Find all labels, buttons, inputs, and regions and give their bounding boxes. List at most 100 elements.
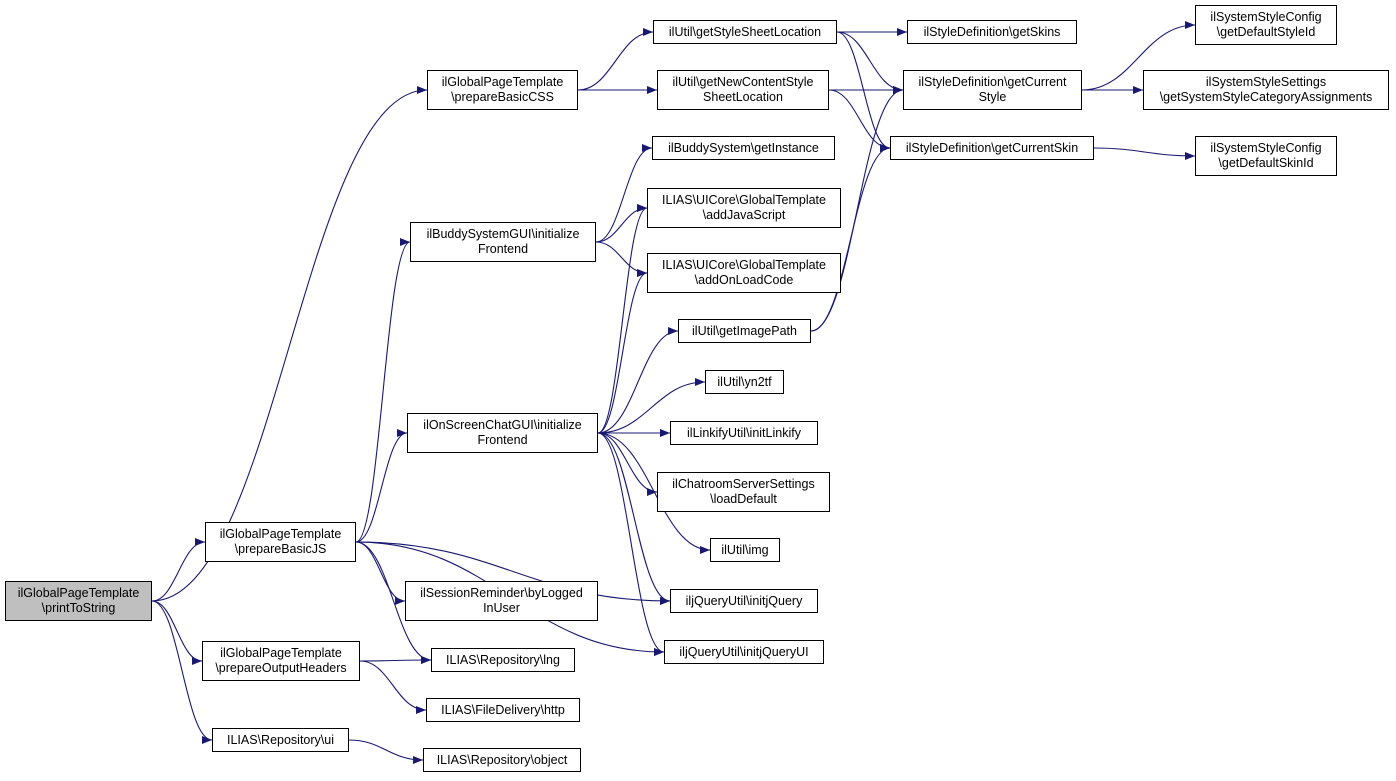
node-label-line: ilStyleDefinition\getCurrent: [918, 75, 1067, 89]
node-label-line: \loadDefault: [710, 492, 777, 506]
edge-buddy-init-frontend-to-buddy-get-instance: [595, 144, 653, 243]
node-label-line: ilUtil\getNewContentStyle: [672, 75, 814, 89]
node-label-line: Frontend: [477, 242, 529, 256]
node-label-line: iljQueryUtil\initjQueryUI: [679, 644, 809, 659]
node-get-image-path[interactable]: ilUtil\getImagePath: [678, 319, 811, 343]
node-label-line: ilUtil\getStyleSheetLocation: [668, 24, 822, 39]
node-add-on-load-code[interactable]: ILIAS\UICore\GlobalTemplate\addOnLoadCod…: [647, 253, 841, 293]
edge-print-to-string-to-prepare-output-headers: [151, 600, 203, 665]
edge-repo-ui-to-repo-object: [348, 739, 424, 764]
node-add-java-script[interactable]: ILIAS\UICore\GlobalTemplate\addJavaScrip…: [647, 188, 841, 228]
edge-os-chat-init-frontend-to-initj-query: [597, 432, 671, 605]
node-label-line: ilSystemStyleSettings: [1205, 75, 1327, 89]
node-get-skins[interactable]: ilStyleDefinition\getSkins: [907, 20, 1077, 44]
node-label-line: ilUtil\getImagePath: [692, 323, 797, 338]
node-print-to-string: ilGlobalPageTemplate\printToString: [5, 581, 152, 621]
node-label-line: \prepareBasicCSS: [451, 90, 554, 104]
edge-buddy-init-frontend-to-add-java-script: [595, 204, 648, 243]
edge-prepare-basic-js-to-os-chat-init-frontend: [355, 429, 408, 543]
node-buddy-get-instance[interactable]: ilBuddySystem\getInstance: [652, 136, 835, 160]
node-label-line: \getSystemStyleCategoryAssignments: [1159, 90, 1373, 104]
node-label-line: ilSystemStyleConfig: [1210, 141, 1322, 155]
node-prepare-output-headers[interactable]: ilGlobalPageTemplate\prepareOutputHeader…: [202, 641, 360, 681]
node-label-line: ilGlobalPageTemplate: [17, 586, 140, 600]
node-label-line: \addOnLoadCode: [694, 273, 794, 287]
node-label-line: ILIAS\FileDelivery\http: [441, 702, 565, 717]
edge-print-to-string-to-prepare-basic-css: [151, 86, 428, 602]
node-label-line: ilGlobalPageTemplate: [441, 75, 564, 89]
node-label-line: ilOnScreenChatGUI\initialize: [423, 418, 582, 432]
edge-os-chat-init-frontend-to-initj-query-ui: [597, 432, 665, 656]
node-label-line: \prepareOutputHeaders: [215, 661, 347, 675]
edge-prepare-output-headers-to-file-delivery-http: [359, 660, 427, 714]
node-label-line: ilStyleDefinition\getSkins: [923, 24, 1061, 39]
node-get-system-style-category-assignments[interactable]: ilSystemStyleSettings\getSystemStyleCate…: [1143, 70, 1389, 110]
node-label-line: ILIAS\Repository\object: [436, 752, 568, 767]
node-repo-lng[interactable]: ILIAS\Repository\lng: [431, 648, 575, 672]
edge-print-to-string-to-prepare-basic-js: [151, 538, 206, 602]
edge-get-current-skin-to-get-default-skin-id: [1093, 147, 1196, 160]
edge-prepare-basic-js-to-by-logged-in-user: [355, 541, 406, 605]
node-get-style-sheet-location[interactable]: ilUtil\getStyleSheetLocation: [653, 20, 837, 44]
node-get-current-skin[interactable]: ilStyleDefinition\getCurrentSkin: [890, 136, 1094, 160]
edge-os-chat-init-frontend-to-add-java-script: [597, 204, 648, 434]
edge-prepare-output-headers-to-repo-lng: [359, 656, 432, 665]
node-prepare-basic-js[interactable]: ilGlobalPageTemplate\prepareBasicJS: [205, 522, 356, 562]
edge-get-new-content-style-sheet-location-to-get-current-skin: [828, 89, 891, 152]
node-label-line: ILIAS\UICore\GlobalTemplate: [662, 193, 826, 207]
node-label-line: ilUtil\yn2tf: [717, 374, 772, 389]
node-initj-query-ui[interactable]: iljQueryUtil\initjQueryUI: [664, 640, 824, 664]
node-label-line: \addJavaScript: [702, 208, 786, 222]
node-img[interactable]: ilUtil\img: [710, 538, 780, 562]
node-label-line: ilBuddySystemGUI\initialize: [426, 227, 580, 241]
edge-prepare-basic-css-to-get-style-sheet-location: [577, 28, 654, 91]
node-label-line: ilUtil\img: [721, 542, 769, 557]
edge-os-chat-init-frontend-to-load-default: [597, 432, 658, 496]
node-label-line: ILIAS\UICore\GlobalTemplate: [662, 258, 826, 272]
node-label-line: \getDefaultSkinId: [1218, 156, 1314, 170]
node-label-line: \getDefaultStyleId: [1216, 25, 1316, 39]
edge-os-chat-init-frontend-to-get-image-path: [597, 327, 679, 434]
node-label-line: ILIAS\Repository\ui: [227, 732, 334, 747]
node-label-line: ilChatroomServerSettings: [672, 477, 815, 491]
node-label-line: Style: [978, 90, 1007, 104]
node-label-line: ilSessionReminder\byLogged: [420, 586, 583, 600]
node-label-line: ilBuddySystem\getInstance: [668, 140, 819, 155]
node-yn2tf[interactable]: ilUtil\yn2tf: [705, 370, 784, 394]
node-label-line: Frontend: [477, 433, 528, 447]
node-label-line: \printToString: [41, 601, 116, 615]
node-load-default[interactable]: ilChatroomServerSettings\loadDefault: [657, 472, 830, 512]
node-label-line: \prepareBasicJS: [234, 542, 327, 556]
edge-print-to-string-to-repo-ui: [151, 600, 213, 744]
node-prepare-basic-css[interactable]: ilGlobalPageTemplate\prepareBasicCSS: [427, 70, 578, 110]
edge-get-current-style-to-get-default-style-id: [1081, 21, 1196, 91]
node-repo-object[interactable]: ILIAS\Repository\object: [423, 748, 581, 772]
node-label-line: ilGlobalPageTemplate: [219, 527, 342, 541]
node-repo-ui[interactable]: ILIAS\Repository\ui: [212, 728, 349, 752]
edge-buddy-init-frontend-to-add-on-load-code: [595, 241, 648, 277]
node-label-line: ilStyleDefinition\getCurrentSkin: [905, 140, 1079, 155]
node-label-line: ilLinkifyUtil\initLinkify: [687, 425, 801, 440]
edge-prepare-basic-js-to-buddy-init-frontend: [355, 238, 411, 543]
node-label-line: iljQueryUtil\initjQuery: [685, 593, 803, 608]
node-get-default-skin-id[interactable]: ilSystemStyleConfig\getDefaultSkinId: [1195, 136, 1337, 176]
node-file-delivery-http[interactable]: ILIAS\FileDelivery\http: [426, 698, 580, 722]
node-label-line: ILIAS\Repository\lng: [446, 652, 560, 667]
node-label-line: ilSystemStyleConfig: [1210, 10, 1322, 24]
node-label-line: InUser: [483, 601, 520, 615]
node-label-line: SheetLocation: [703, 90, 783, 104]
node-initj-query[interactable]: iljQueryUtil\initjQuery: [670, 589, 818, 613]
node-get-default-style-id[interactable]: ilSystemStyleConfig\getDefaultStyleId: [1195, 5, 1337, 45]
edge-get-style-sheet-location-to-get-current-style: [836, 31, 904, 94]
edge-os-chat-init-frontend-to-yn2tf: [597, 378, 706, 434]
edge-prepare-basic-js-to-repo-lng: [355, 541, 432, 664]
edge-os-chat-init-frontend-to-img: [597, 432, 711, 554]
node-init-linkify[interactable]: ilLinkifyUtil\initLinkify: [670, 421, 818, 445]
node-label-line: ilGlobalPageTemplate: [220, 646, 342, 660]
